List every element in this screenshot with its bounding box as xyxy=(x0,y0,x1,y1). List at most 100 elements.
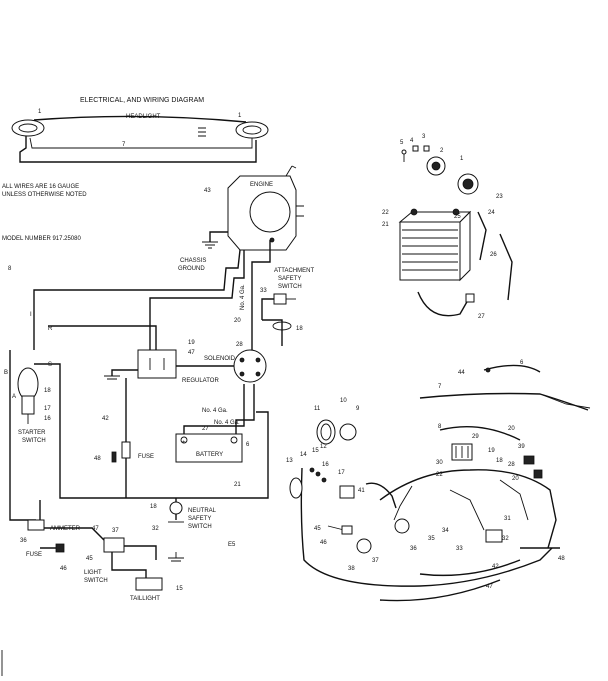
engine-symbol xyxy=(227,165,304,251)
solenoid-symbol xyxy=(233,349,267,383)
callout-16: 16 xyxy=(44,416,51,422)
model-number: MODEL NUMBER 917.25080 xyxy=(2,236,81,242)
callout-e22b: 22 xyxy=(436,472,443,478)
callout-e26: 26 xyxy=(490,252,497,258)
fuse2-label: FUSE xyxy=(26,552,42,558)
callout-e35: 35 xyxy=(428,536,435,542)
callout-e34: 34 xyxy=(442,528,449,534)
callout-36: 36 xyxy=(20,538,27,544)
callout-1-right: 1 xyxy=(238,113,242,119)
exploded-headlight-harness xyxy=(419,364,591,411)
callout-e30: 30 xyxy=(436,460,443,466)
callout-e19: 19 xyxy=(488,448,495,454)
callout-33: 33 xyxy=(260,288,267,294)
exploded-parts-top xyxy=(401,145,479,195)
callout-e3: 3 xyxy=(422,134,426,140)
callout-e23: 23 xyxy=(496,194,503,200)
main-wiring xyxy=(9,240,283,590)
neutral-label-3: SWITCH xyxy=(188,524,212,530)
taillight-label: TAILLIGHT xyxy=(130,596,160,602)
callout-47-harness: 47 xyxy=(92,526,99,532)
chassis-label: CHASSIS xyxy=(180,258,206,264)
callout-e47: 47 xyxy=(486,584,493,590)
callout-e8: 8 xyxy=(438,424,442,430)
callout-e31: 31 xyxy=(504,516,511,522)
callout-e45: 45 xyxy=(314,526,321,532)
callout-15: 15 xyxy=(176,586,183,592)
callout-e7: 7 xyxy=(438,384,442,390)
callout-e9: 9 xyxy=(356,406,360,412)
callout-46: 46 xyxy=(60,566,67,572)
starter-label-1: STARTER xyxy=(18,430,46,436)
callout-8: 8 xyxy=(8,266,12,272)
neutral-label-2: SAFETY xyxy=(188,516,211,522)
exploded-starter-switch xyxy=(316,419,357,445)
callout-17: 17 xyxy=(44,406,51,412)
callout-e32: 32 xyxy=(502,536,509,542)
callout-19: 19 xyxy=(188,340,195,346)
light-switch-label-2: SWITCH xyxy=(84,578,108,584)
neutral-label-1: NEUTRAL xyxy=(188,508,217,514)
solenoid-label: SOLENOID xyxy=(204,356,236,362)
code-e5: E5 xyxy=(228,542,236,548)
callout-e24: 24 xyxy=(488,210,495,216)
callout-e2: 2 xyxy=(440,148,444,154)
callout-e46: 46 xyxy=(320,540,327,546)
exploded-battery xyxy=(398,208,513,317)
callout-e20b: 20 xyxy=(512,476,519,482)
callout-18-starter: 18 xyxy=(44,388,51,394)
callout-42: 42 xyxy=(102,416,109,422)
callout-e14: 14 xyxy=(300,452,307,458)
fuse-symbol xyxy=(121,441,131,459)
neutral-safety-switch xyxy=(168,501,184,523)
battery-plus: + xyxy=(182,440,186,446)
callout-18-top: 18 xyxy=(296,326,303,332)
callout-e20a: 20 xyxy=(508,426,515,432)
callout-45: 45 xyxy=(86,556,93,562)
diagram-title: ELECTRICAL, AND WIRING DIAGRAM xyxy=(80,97,204,104)
callout-e33: 33 xyxy=(456,546,463,552)
regulator-symbol xyxy=(104,349,177,380)
regulator-label: REGULATOR xyxy=(182,378,219,384)
callout-e6: 6 xyxy=(520,360,524,366)
callout-e15: 15 xyxy=(312,448,319,454)
headlight-assembly xyxy=(11,115,269,163)
wire-gauge-note-2: UNLESS OTHERWISE NOTED xyxy=(2,192,87,198)
callout-28: 28 xyxy=(236,342,243,348)
callout-21: 21 xyxy=(234,482,241,488)
attachment-label-2: SAFETY xyxy=(278,276,301,282)
callout-e22: 22 xyxy=(382,210,389,216)
callout-e12: 12 xyxy=(320,444,327,450)
wire-clip-18 xyxy=(272,321,292,331)
ammeter-label: AMMETER xyxy=(50,526,81,532)
callout-e42: 42 xyxy=(492,564,499,570)
callout-43: 43 xyxy=(204,188,211,194)
wire-I-label: I xyxy=(30,312,32,318)
callout-e18: 18 xyxy=(496,458,503,464)
attachment-label-1: ATTACHMENT xyxy=(274,268,314,274)
engine-label: ENGINE xyxy=(250,182,273,188)
callout-e27: 27 xyxy=(478,314,485,320)
callout-e37: 37 xyxy=(372,558,379,564)
callout-1-left: 1 xyxy=(38,109,42,115)
exploded-switch-cluster xyxy=(289,467,503,554)
light-switch-symbol xyxy=(40,537,184,562)
callout-e29: 29 xyxy=(472,434,479,440)
callout-e4: 4 xyxy=(410,138,414,144)
gauge-label-c: No. 4 Ga. xyxy=(214,420,240,426)
gauge-label-a: No. 4 Ga. xyxy=(240,284,246,310)
callout-18-neutral: 18 xyxy=(150,504,157,510)
fuse-clip-48 xyxy=(111,451,117,463)
light-switch-label-1: LIGHT xyxy=(84,570,102,576)
callout-e5: 5 xyxy=(400,140,404,146)
callout-47: 47 xyxy=(188,350,195,356)
callout-e11: 11 xyxy=(314,406,321,412)
callout-e13: 13 xyxy=(286,458,293,464)
wire-gauge-note-1: ALL WIRES ARE 16 GAUGE xyxy=(2,184,79,190)
callout-e16: 16 xyxy=(322,462,329,468)
callout-20: 20 xyxy=(234,318,241,324)
attachment-label-3: SWITCH xyxy=(278,284,302,290)
callout-7-harness: 7 xyxy=(122,142,126,148)
taillight-symbol xyxy=(135,577,163,591)
